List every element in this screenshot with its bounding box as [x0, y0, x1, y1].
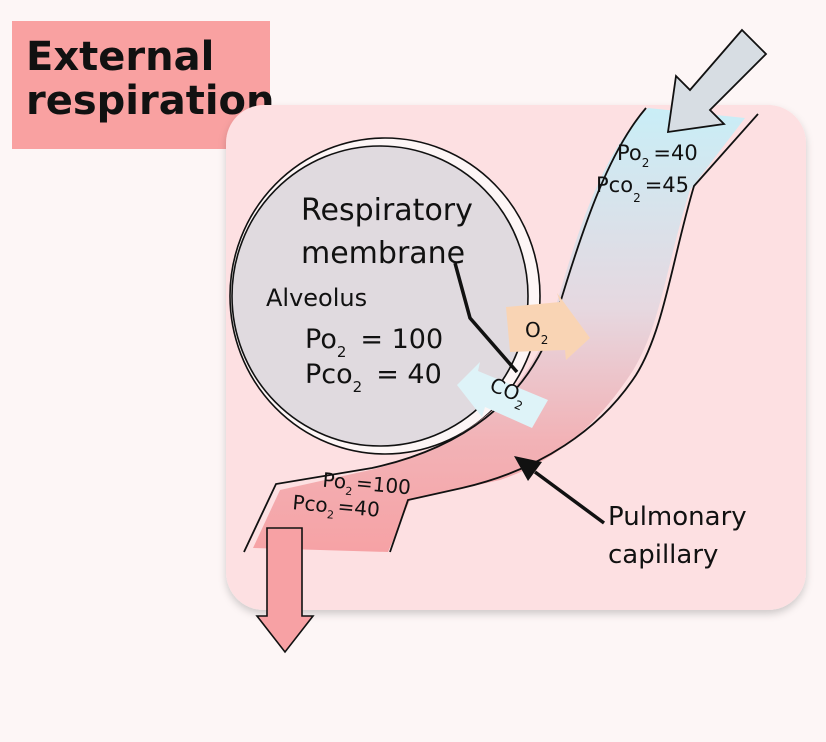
title-box: External respiration — [12, 21, 275, 149]
alveolus-label: Alveolus — [266, 284, 367, 312]
alveolus-body — [231, 145, 529, 447]
alveolus-pco2: Pco2= 40 — [305, 359, 442, 396]
title-line-2: respiration — [26, 78, 275, 124]
inflow-po2: Po2=40 — [617, 141, 698, 170]
pulmonary-capillary-vessel — [253, 108, 745, 552]
capillary-label-line-2: capillary — [608, 540, 718, 570]
outflow-pco2: Pco2=40 — [291, 490, 381, 526]
membrane-label-line-1: Respiratory — [301, 193, 473, 228]
diagram-title: External respiration — [26, 35, 276, 123]
alveolus-po2: Po2= 100 — [305, 324, 443, 361]
capillary-pointer-head — [514, 456, 542, 481]
inflow-pco2: Pco2=45 — [596, 173, 689, 205]
capillary-pointer-line — [533, 470, 606, 525]
outflow-values: Po2=100 Pco2=40 — [291, 468, 412, 526]
membrane-label-line-2: membrane — [301, 236, 465, 271]
o2-arrow — [506, 293, 590, 360]
membrane-pointer-line — [453, 262, 519, 374]
co2-arrow — [457, 362, 548, 428]
o2-label: O2 — [525, 318, 548, 347]
capillary-label-line-1: Pulmonary — [608, 502, 747, 532]
outflow-arrow — [255, 527, 315, 654]
inflow-arrow — [666, 28, 768, 134]
outflow-po2: Po2=100 — [321, 468, 412, 504]
vessel-outline-outer — [389, 113, 759, 553]
title-line-1: External — [26, 34, 215, 80]
